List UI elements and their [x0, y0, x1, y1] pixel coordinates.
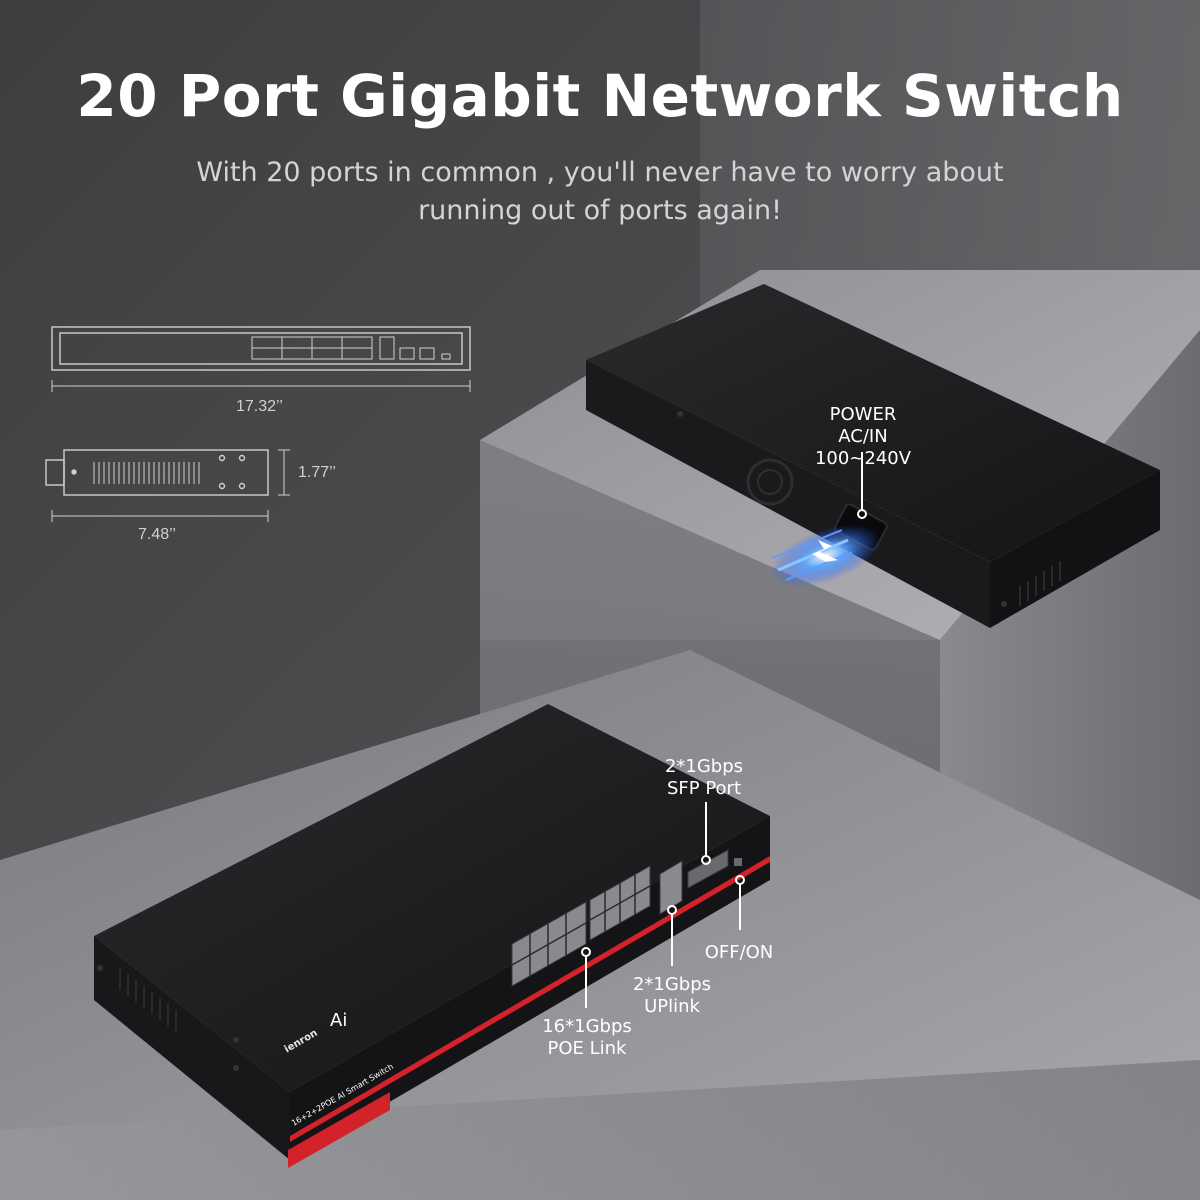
power-callout: POWER AC/IN 100~240V	[792, 404, 934, 470]
subtitle-line-1: With 20 ports in common , you'll never h…	[196, 157, 1004, 188]
lower-step-front	[0, 1060, 1200, 1200]
height-dimension-label: 1.77’’	[298, 464, 336, 481]
sfp-ports	[687, 849, 729, 889]
page-subtitle: With 20 ports in common , you'll never h…	[150, 154, 1050, 230]
power-glow	[769, 524, 881, 588]
ai-mark: Ai	[330, 1010, 348, 1031]
uplink-callout: 2*1Gbps UPlink	[616, 974, 728, 1018]
callout-lines	[581, 452, 867, 1008]
side-view-diagram	[45, 449, 290, 522]
subtitle-line-2: running out of ports again!	[418, 195, 782, 226]
depth-dimension-label: 7.48’’	[138, 526, 176, 543]
poe-callout-line-1: 16*1Gbps	[542, 1016, 632, 1037]
power-callout-line-2: AC/IN 100~240V	[814, 426, 912, 469]
power-callout-line-1: POWER	[829, 404, 897, 425]
poe-callout: 16*1Gbps POE Link	[526, 1016, 648, 1060]
page-title: 20 Port Gigabit Network Switch	[76, 62, 1124, 130]
power-switch	[734, 858, 742, 866]
model-strip-band	[288, 1092, 390, 1168]
poe-callout-line-2: POE Link	[547, 1038, 627, 1059]
uplink-callout-line-2: UPlink	[644, 996, 700, 1017]
width-dimension-label: 17.32’’	[236, 398, 283, 415]
sfp-callout-line-2: SFP Port	[666, 778, 742, 799]
uplink-ports	[659, 860, 683, 915]
front-view-diagram	[51, 326, 471, 392]
uplink-callout-line-1: 2*1Gbps	[632, 974, 712, 995]
upper-switch-rear	[586, 284, 1160, 628]
lower-switch-front	[94, 704, 770, 1168]
red-accent-strip	[290, 856, 770, 1142]
sfp-callout: 2*1Gbps SFP Port	[642, 756, 766, 800]
switch-callout: OFF/ON	[704, 942, 774, 963]
sfp-callout-line-1: 2*1Gbps	[664, 756, 744, 777]
